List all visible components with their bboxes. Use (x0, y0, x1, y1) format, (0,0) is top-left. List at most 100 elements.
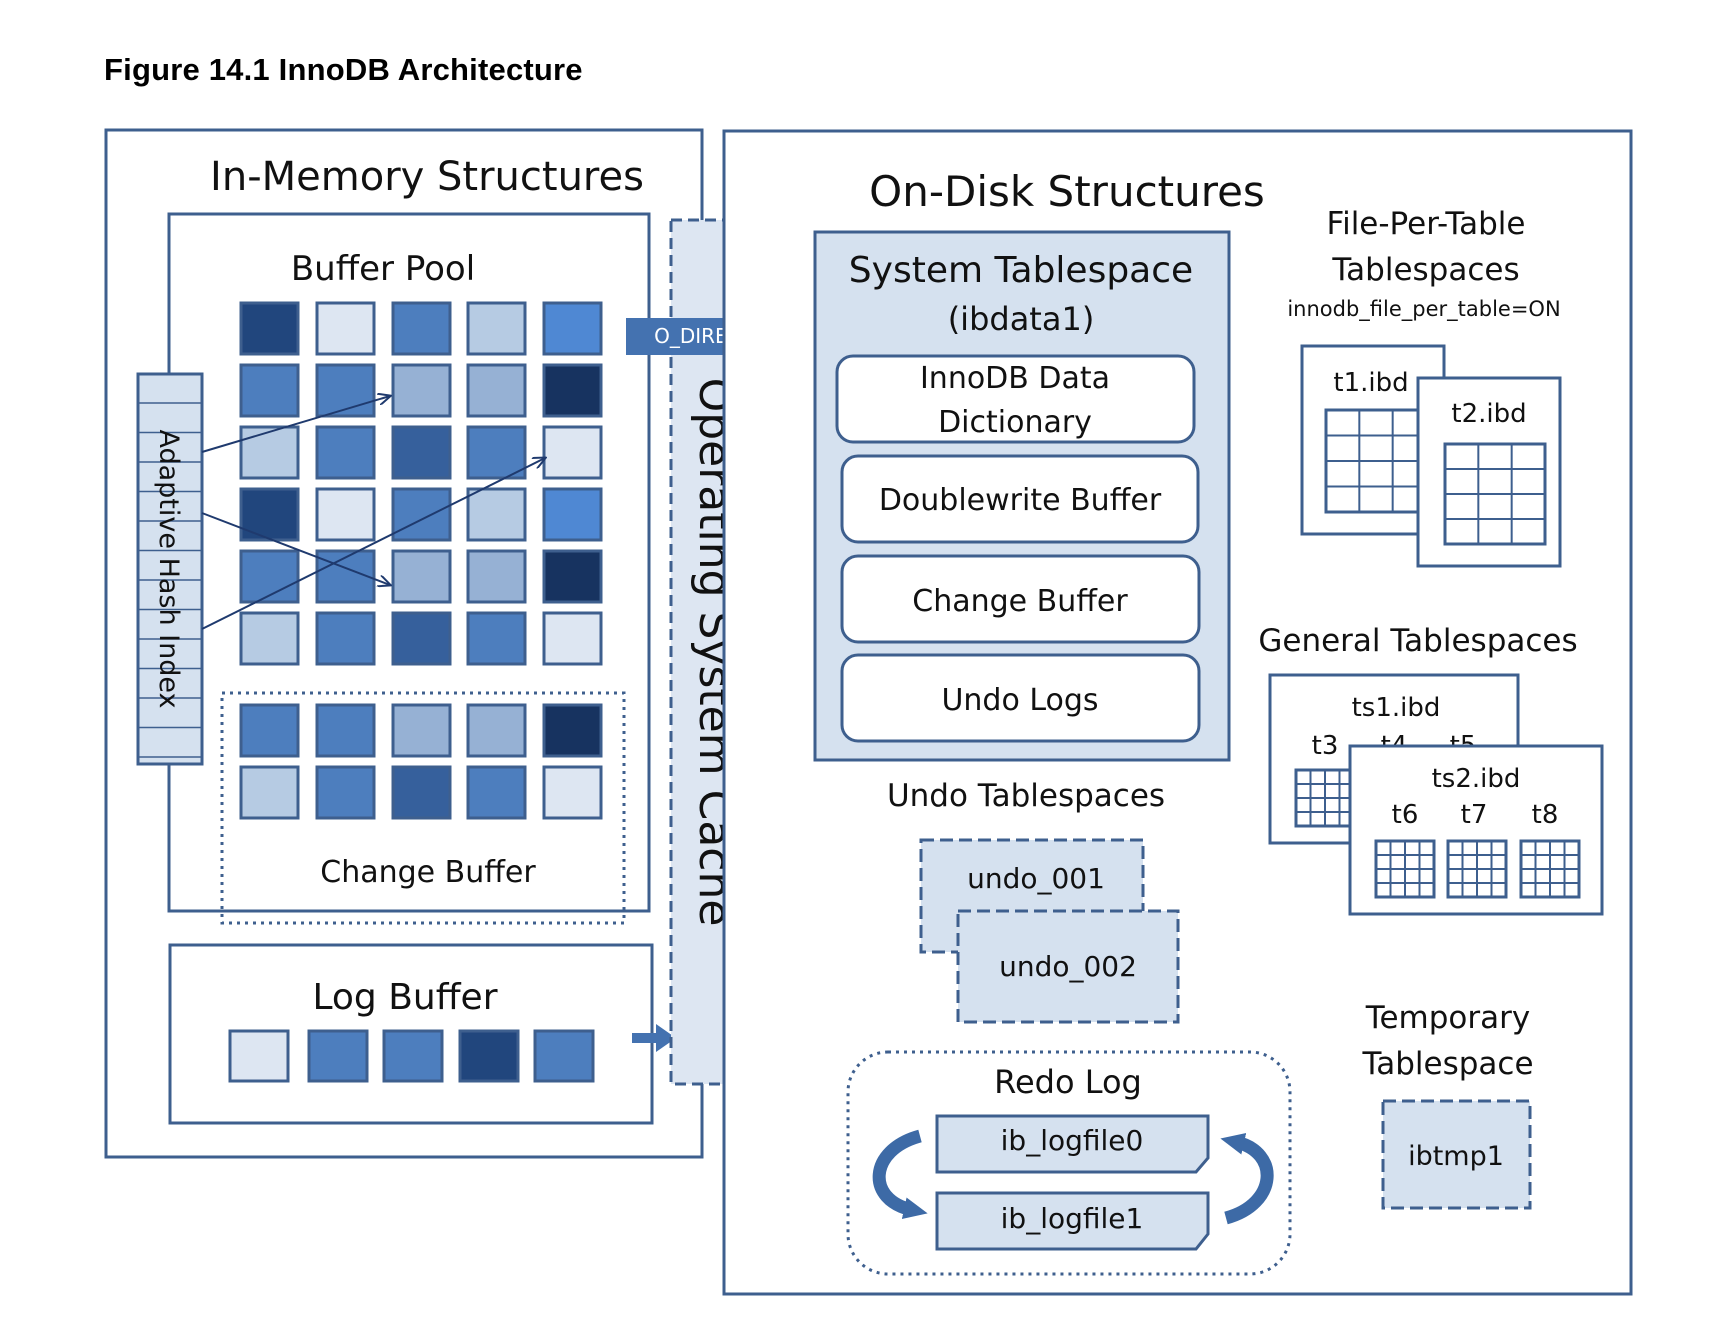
undo-logs-box (840, 653, 1201, 743)
t2-ibd-label: t2.ibd (1451, 399, 1526, 429)
buffer-page (239, 487, 300, 542)
buffer-page (315, 487, 376, 542)
ts1-table-t3: t3 (1312, 731, 1339, 761)
buffer-page (391, 487, 452, 542)
change-buffer-disk-box (840, 554, 1201, 644)
change-buffer-page (466, 765, 527, 820)
change-buffer-page (542, 765, 603, 820)
change-buffer-page (391, 765, 452, 820)
file-per-table-title-line1: File-Per-Table (1327, 206, 1526, 242)
buffer-page (239, 363, 300, 418)
file-per-table-title-line2: Tablespaces (1331, 252, 1519, 288)
log-buffer-title: Log Buffer (312, 977, 497, 1018)
buffer-page (315, 301, 376, 356)
t1-ibd-label: t1.ibd (1333, 368, 1408, 398)
data-dictionary-line2: Dictionary (938, 405, 1092, 440)
change-buffer-pages (239, 703, 603, 820)
ib-logfile0-label: ib_logfile0 (1001, 1124, 1144, 1157)
buffer-page (542, 301, 603, 356)
buffer-page (466, 301, 527, 356)
change-buffer-page (542, 703, 603, 758)
log-buffer-page (382, 1029, 444, 1083)
log-buffer-pages (228, 1029, 595, 1083)
buffer-page (239, 549, 300, 604)
undo-001-label: undo_001 (967, 862, 1105, 895)
ts2-table-t7: t7 (1461, 800, 1488, 830)
buffer-page (542, 611, 603, 666)
redo-log-title: Redo Log (994, 1063, 1142, 1101)
buffer-page (315, 363, 376, 418)
log-buffer-flush-arrow (632, 1024, 676, 1052)
change-buffer-page (239, 765, 300, 820)
buffer-page (542, 425, 603, 480)
buffer-page (391, 301, 452, 356)
adaptive-hash-index-label: Adaptive Hash Index (153, 429, 184, 708)
ibtmp1-file (1381, 1099, 1532, 1210)
change-buffer-page (315, 703, 376, 758)
change-buffer-memory-label: Change Buffer (320, 855, 536, 890)
redo-cycle-arrow-left (872, 1129, 928, 1220)
buffer-page (315, 425, 376, 480)
buffer-page (391, 549, 452, 604)
log-buffer-page (307, 1029, 369, 1083)
hash-pointer-arrow (201, 396, 390, 453)
ts2-table-t8: t8 (1532, 800, 1559, 830)
undo-002-label: undo_002 (999, 950, 1137, 983)
buffer-page (391, 363, 452, 418)
system-tablespace-file: (ibdata1) (948, 300, 1095, 338)
doublewrite-buffer-label: Doublewrite Buffer (879, 483, 1162, 518)
ts2-table-t6: t6 (1392, 800, 1419, 830)
temporary-tablespace-title-line2: Tablespace (1361, 1046, 1533, 1082)
log-buffer-page (458, 1029, 520, 1083)
on-disk-title: On-Disk Structures (869, 167, 1265, 216)
change-buffer-page (466, 703, 527, 758)
buffer-page (239, 611, 300, 666)
log-buffer-page (533, 1029, 595, 1083)
buffer-page (542, 549, 603, 604)
redo-cycle-arrow-right (1220, 1133, 1274, 1225)
buffer-page (542, 487, 603, 542)
adaptive-hash-index: Adaptive Hash Index (136, 372, 204, 766)
change-buffer-region (220, 691, 626, 925)
buffer-page (466, 549, 527, 604)
buffer-page (466, 487, 527, 542)
hash-pointer-arrow (201, 512, 390, 585)
buffer-page (315, 611, 376, 666)
undo-002-file (956, 909, 1180, 1024)
in-memory-title: In-Memory Structures (210, 154, 644, 200)
buffer-page (466, 611, 527, 666)
ib-logfile0-file (935, 1114, 1210, 1174)
doublewrite-buffer-box (840, 454, 1200, 544)
buffer-page (542, 363, 603, 418)
ib-logfile1-label: ib_logfile1 (1001, 1202, 1144, 1235)
buffer-page (391, 611, 452, 666)
change-buffer-page (391, 703, 452, 758)
file-per-table-setting: innodb_file_per_table=ON (1287, 297, 1560, 322)
change-buffer-page (239, 703, 300, 758)
buffer-page (391, 425, 452, 480)
undo-logs-label: Undo Logs (941, 683, 1098, 718)
ib-logfile1-file (935, 1191, 1210, 1251)
data-dictionary-box (835, 354, 1196, 444)
buffer-page (239, 301, 300, 356)
ts1-ibd-label: ts1.ibd (1352, 693, 1441, 723)
general-tablespaces-title: General Tablespaces (1258, 623, 1577, 659)
ibtmp1-label: ibtmp1 (1408, 1141, 1504, 1172)
t2-ibd-file: t2.ibd (1416, 376, 1562, 568)
hash-pointer-arrow (201, 458, 545, 630)
buffer-page (239, 425, 300, 480)
buffer-pool-title: Buffer Pool (291, 249, 475, 289)
ts2-ibd-file: ts2.ibd t6 t7 t8 (1348, 744, 1604, 916)
buffer-page (466, 425, 527, 480)
system-tablespace-title: System Tablespace (849, 250, 1193, 291)
buffer-pool-pages (239, 301, 603, 666)
change-buffer-page (315, 765, 376, 820)
change-buffer-disk-label: Change Buffer (912, 584, 1128, 619)
temporary-tablespace-title-line1: Temporary (1365, 1000, 1530, 1036)
figure-title: Figure 14.1 InnoDB Architecture (104, 52, 583, 87)
undo-tablespaces-title: Undo Tablespaces (887, 778, 1165, 814)
log-buffer-page (228, 1029, 290, 1083)
ts2-ibd-label: ts2.ibd (1432, 764, 1521, 794)
buffer-page (466, 363, 527, 418)
